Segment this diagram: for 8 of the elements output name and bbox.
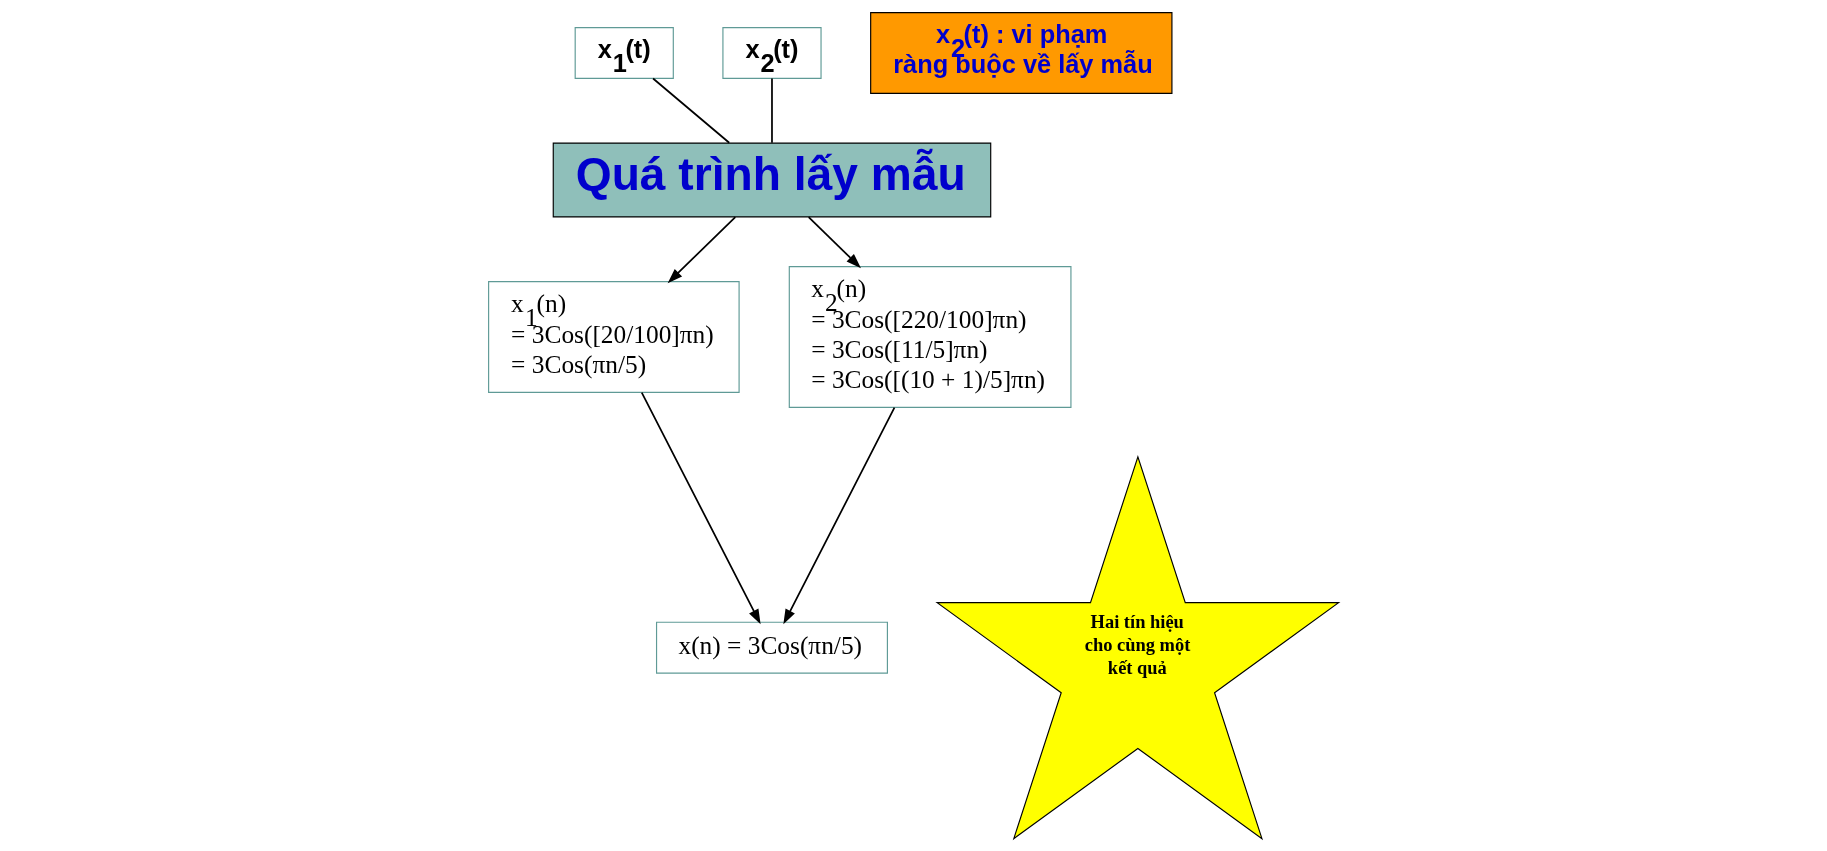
arrow [640, 391, 761, 625]
node-box: Quá trình lấy mẫu [552, 142, 992, 218]
arrow [667, 216, 737, 284]
connector [652, 77, 731, 144]
node-box: x(n) = 3Cos(πn/5) [656, 621, 888, 674]
arrow [807, 216, 861, 269]
connector [771, 77, 773, 144]
arrow [783, 406, 896, 625]
